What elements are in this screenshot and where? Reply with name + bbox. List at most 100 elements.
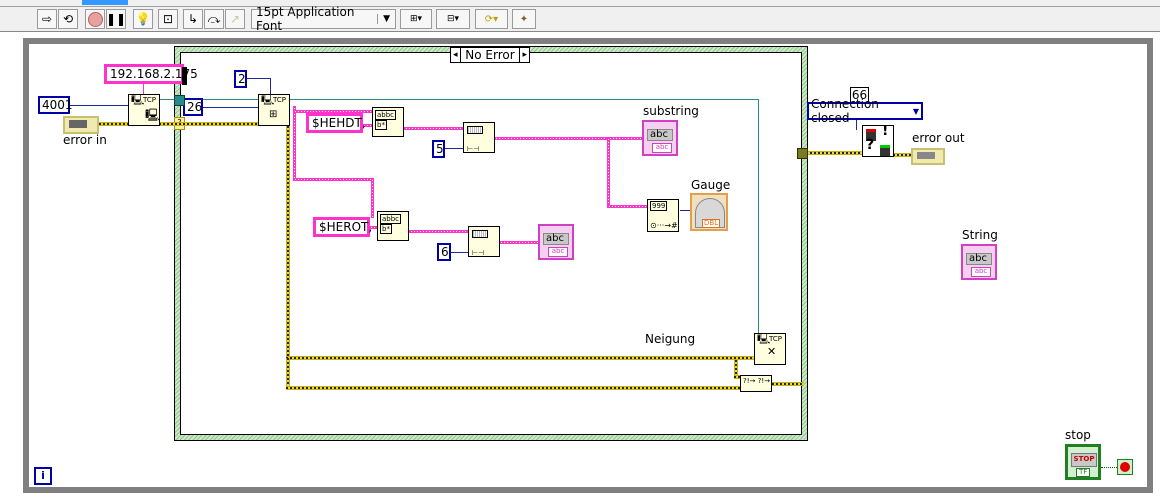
loop-condition-terminal[interactable] (1117, 459, 1133, 475)
search-herot-constant[interactable]: $HEROT, (313, 217, 372, 237)
error-wire-v1[interactable] (286, 126, 290, 358)
merge-errors-node[interactable]: ?!→ ?!→ (740, 375, 772, 392)
match-wire-1[interactable] (404, 127, 464, 130)
ip-constant-terminal (182, 67, 187, 85)
substring-indicator[interactable]: abc abc (642, 120, 678, 156)
match-pattern-node-1[interactable]: abbc b* (372, 107, 404, 137)
error-cluster-icon (866, 129, 876, 141)
substring-wire-v[interactable] (607, 137, 610, 207)
menu-bar (0, 0, 1160, 7)
length-6-constant[interactable]: 6 (437, 243, 451, 261)
tcp-label: TCP (143, 96, 156, 104)
step-into-icon[interactable]: ↳ (183, 9, 203, 29)
bytes-to-read-constant[interactable]: 26 (183, 98, 203, 116)
tunnel-connection-id (174, 95, 185, 106)
string-label: String (962, 228, 998, 242)
substring-wire[interactable] (494, 137, 642, 140)
error-in-control[interactable] (63, 116, 99, 134)
pause-icon[interactable]: ❚❚ (106, 9, 126, 29)
step-over-icon[interactable]: ⤼ (204, 9, 224, 29)
string-wire-v2[interactable] (371, 178, 374, 218)
string-display: abc (966, 253, 992, 265)
string-wire-b[interactable] (293, 178, 373, 181)
gauge-indicator[interactable]: DBL (690, 193, 728, 231)
align-objects-icon[interactable]: ⊞▾ (400, 9, 432, 29)
string-wire-a[interactable] (293, 110, 373, 113)
toolbar: ⇨ ⟲ ❚❚ 💡 ⊡ ↳ ⤼ ↗ 15pt Application Font ▼… (0, 5, 1160, 33)
ip-address-constant[interactable]: 192.168.2.175 (104, 64, 198, 84)
error-in-wire[interactable] (95, 122, 129, 126)
exclamation-icon: ! (882, 125, 889, 139)
string-type-tag: abc (652, 143, 672, 153)
error-wire-b[interactable] (286, 356, 756, 360)
error-wire-e[interactable] (772, 382, 804, 386)
port-wire[interactable] (69, 105, 129, 106)
error-wire-v2[interactable] (286, 358, 290, 388)
port-constant[interactable]: 4001 (38, 96, 73, 114)
ip-wire[interactable] (143, 83, 144, 95)
font-select[interactable]: 15pt Application Font ▼ (251, 5, 396, 33)
menu-item-highlighted[interactable] (82, 0, 128, 5)
substring-wire-to-convert[interactable] (607, 205, 647, 208)
convert-arrow-icon: ⊙···→# (650, 221, 678, 230)
string-type-tag: abc (548, 247, 568, 257)
length5-wire[interactable] (444, 148, 464, 149)
highlight-execution-lightbulb-icon[interactable]: 💡 (133, 9, 153, 29)
clear-errors-node[interactable]: ! ? (862, 125, 894, 157)
error-out-indicator[interactable] (911, 148, 945, 165)
computer-icon: 🖳 (131, 95, 145, 106)
error-code-wire[interactable] (856, 120, 857, 130)
error-cluster-icon (69, 120, 87, 128)
string-subset-node-2[interactable]: ⊢⊣ (468, 226, 500, 257)
error-wire-out[interactable] (806, 151, 863, 155)
string-wire-v1[interactable] (293, 106, 296, 180)
error-wire-c[interactable] (286, 386, 741, 390)
run-continuously-icon[interactable]: ⟲ (58, 9, 78, 29)
distribute-objects-icon[interactable]: ⊟▾ (436, 9, 470, 29)
computer-icon: 🖳 (261, 95, 275, 106)
bytes-wire[interactable] (203, 107, 260, 108)
string-display: abc (543, 233, 569, 245)
step-out-icon[interactable]: ↗ (225, 9, 245, 29)
fract-exp-string-to-number-node[interactable]: 999 ⊙···→# (647, 199, 679, 232)
clean-up-diagram-icon[interactable]: ✦ (512, 9, 536, 29)
length6-wire[interactable] (451, 252, 469, 253)
abort-execution-icon[interactable] (85, 9, 105, 29)
error-wire-d[interactable] (734, 375, 742, 379)
run-arrow-icon[interactable]: ⇨ (37, 9, 57, 29)
hehdt-wire[interactable] (362, 124, 373, 127)
mode-wire[interactable] (247, 78, 271, 79)
tcp-close-connection-node[interactable]: TCP 🖳 ✕ (754, 333, 786, 365)
stop-wire[interactable] (1101, 467, 1117, 468)
error-wire-v3[interactable] (734, 360, 738, 378)
mode-constant[interactable]: 2 (234, 70, 247, 88)
search-hehdt-constant[interactable]: $HEHDT, (306, 113, 366, 133)
substring-label: substring (643, 104, 699, 118)
retain-wire-values-icon[interactable]: ⊡ (158, 9, 178, 29)
connection-id-wire-2[interactable] (289, 99, 759, 100)
match-wire-2[interactable] (409, 230, 469, 233)
case-selector[interactable]: ◂ No Error ▸ (450, 47, 530, 63)
connection-id-wire-3[interactable] (758, 99, 759, 335)
herot-wire[interactable] (369, 226, 378, 229)
tcp-read-node[interactable]: TCP 🖳 ⊞ (258, 94, 290, 126)
number-to-gauge-wire[interactable] (680, 210, 692, 211)
tcp-open-connection-node[interactable]: TCP 🖳 🖳 (128, 94, 160, 126)
error-wire-a[interactable] (159, 122, 259, 126)
length-icon: ⊢⊣ (472, 249, 485, 257)
connection-id-wire[interactable] (159, 99, 259, 100)
increment-case-icon[interactable]: ▸ (522, 50, 527, 60)
decrement-case-icon[interactable]: ◂ (453, 50, 458, 60)
mode-wire-v[interactable] (270, 78, 271, 96)
stop-button-control[interactable]: STOP TF (1065, 444, 1101, 480)
string-subset-node-1[interactable]: ⊢⊣ (463, 122, 495, 153)
length-5-constant[interactable]: 5 (432, 140, 445, 158)
substring-2-indicator[interactable]: abc abc (538, 224, 574, 260)
error-ring-constant[interactable]: Connection closed ▼ (807, 97, 923, 125)
computer-icon: 🖳 (757, 334, 771, 345)
substring-wire-2[interactable] (499, 241, 539, 244)
error-out-wire[interactable] (893, 153, 913, 157)
match-pattern-node-2[interactable]: abbc b* (377, 211, 409, 241)
string-indicator[interactable]: abc abc (961, 244, 997, 280)
reorder-icon[interactable]: ⟳▾ (475, 9, 508, 29)
